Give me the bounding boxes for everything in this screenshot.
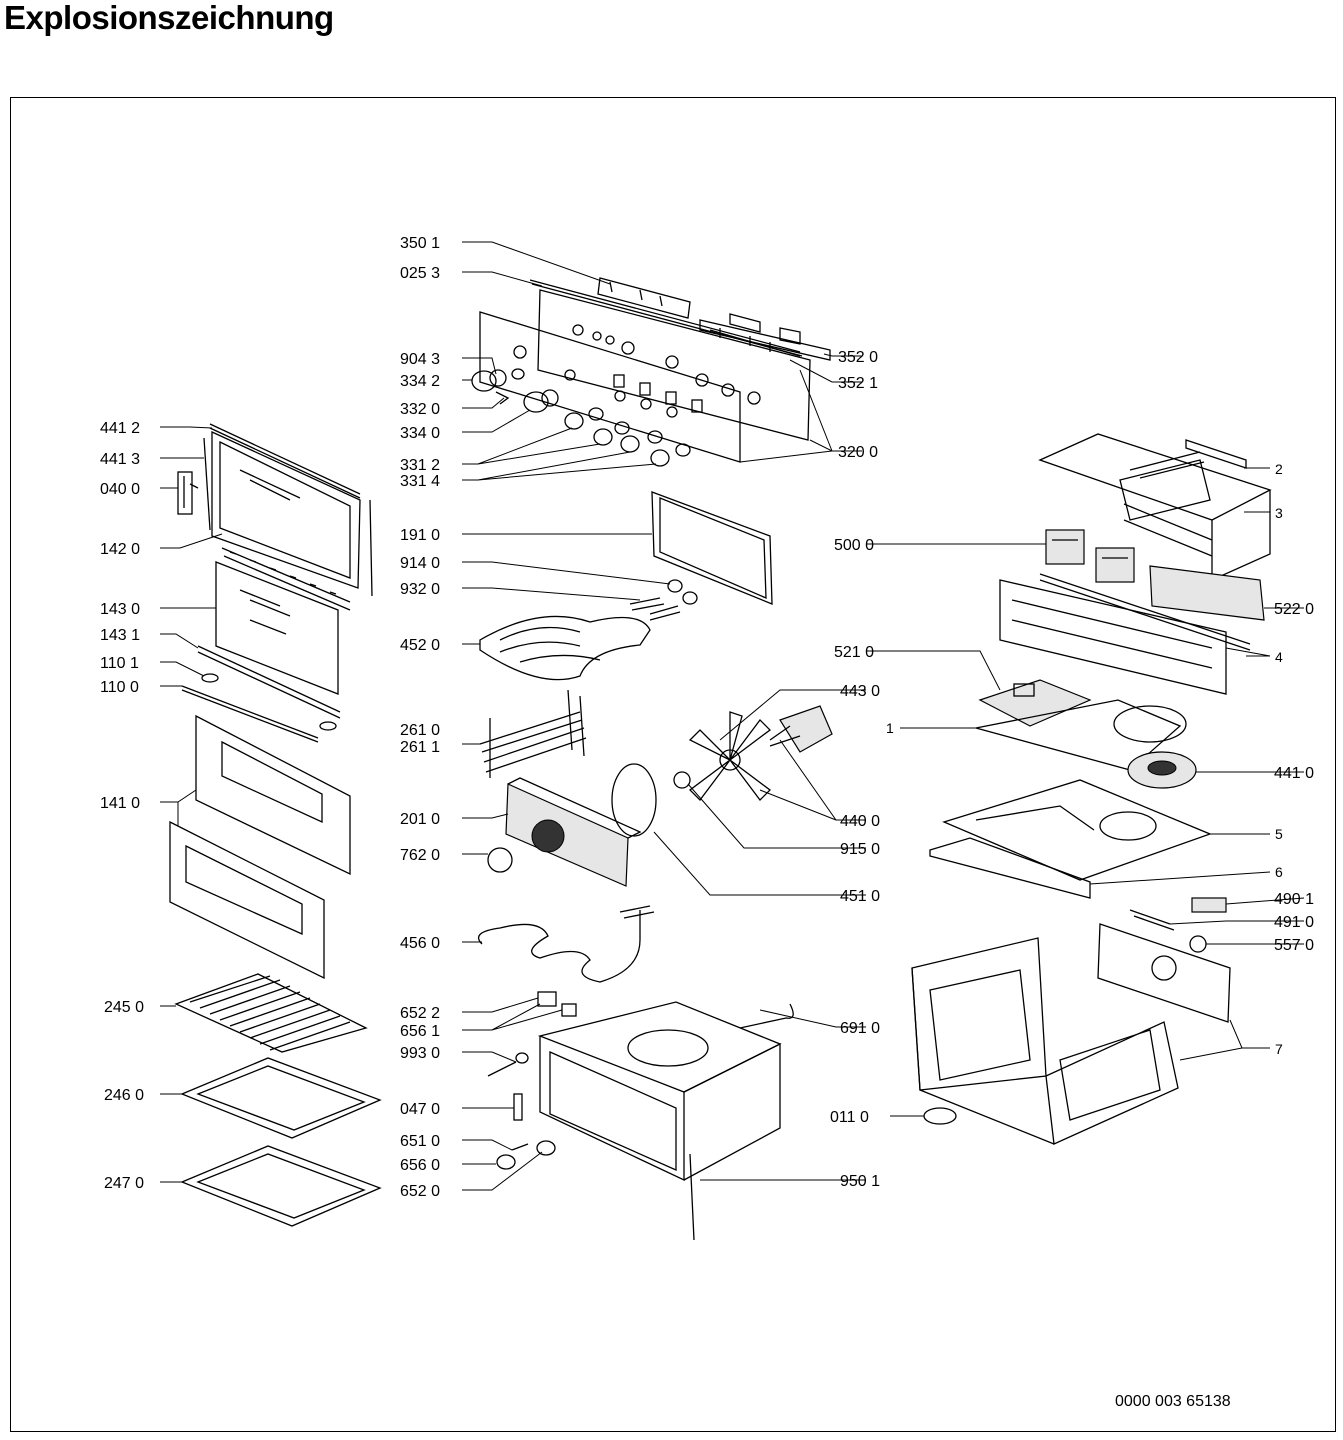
leader-lines bbox=[160, 241, 1305, 1191]
label-932-0: 932 0 bbox=[400, 581, 440, 598]
label-5: 5 bbox=[1275, 826, 1283, 842]
label-7: 7 bbox=[1275, 1041, 1283, 1057]
label-491-0: 491 0 bbox=[1274, 914, 1314, 931]
label-143-1: 143 1 bbox=[100, 627, 140, 644]
label-557-0: 557 0 bbox=[1274, 937, 1314, 954]
label-110-0: 110 0 bbox=[100, 679, 139, 696]
label-191-0: 191 0 bbox=[400, 527, 440, 544]
label-652-0: 652 0 bbox=[400, 1183, 440, 1200]
label-443-0: 443 0 bbox=[840, 683, 880, 700]
knob-334-2 bbox=[471, 369, 507, 392]
label-452-0: 452 0 bbox=[400, 637, 440, 654]
knob-334-0 bbox=[523, 389, 559, 413]
label-261-1: 261 1 bbox=[400, 739, 440, 756]
label-350-1: 350 1 bbox=[400, 235, 440, 252]
label-441-2: 441 2 bbox=[100, 420, 140, 437]
label-456-0: 456 0 bbox=[400, 935, 440, 952]
label-651-0: 651 0 bbox=[400, 1133, 440, 1150]
label-334-2: 334 2 bbox=[400, 373, 440, 390]
label-762-0: 762 0 bbox=[400, 847, 440, 864]
label-4: 4 bbox=[1275, 649, 1283, 665]
label-441-0: 441 0 bbox=[1274, 765, 1314, 782]
label-142-0: 142 0 bbox=[100, 541, 140, 558]
label-950-1: 950 1 bbox=[840, 1173, 880, 1190]
label-521-0: 521 0 bbox=[834, 644, 874, 661]
label-143-0: 143 0 bbox=[100, 601, 140, 618]
label-522-0: 522 0 bbox=[1274, 601, 1314, 618]
label-440-0: 440 0 bbox=[840, 813, 880, 830]
label-332-0: 332 0 bbox=[400, 401, 440, 418]
label-331-4: 331 4 bbox=[400, 473, 440, 490]
door-group bbox=[169, 423, 373, 980]
label-025-3: 025 3 bbox=[400, 265, 440, 282]
interior-parts-group bbox=[477, 491, 833, 1241]
label-6: 6 bbox=[1275, 864, 1283, 880]
page-title: Explosionszeichnung bbox=[4, 0, 334, 36]
label-3: 3 bbox=[1275, 505, 1283, 521]
label-656-0: 656 0 bbox=[400, 1157, 440, 1174]
drawing-frame bbox=[10, 97, 1336, 1432]
trays-group bbox=[174, 973, 382, 1227]
label-915-0: 915 0 bbox=[840, 841, 880, 858]
label-141-0: 141 0 bbox=[100, 795, 140, 812]
label-331-2: 331 2 bbox=[400, 457, 440, 474]
label-201-0: 201 0 bbox=[400, 811, 440, 828]
label-691-0: 691 0 bbox=[840, 1020, 880, 1037]
label-656-1: 656 1 bbox=[400, 1023, 440, 1040]
label-993-0: 993 0 bbox=[400, 1045, 440, 1062]
label-011-0: 011 0 bbox=[830, 1109, 869, 1126]
label-652-2: 652 2 bbox=[400, 1005, 440, 1022]
label-500-0: 500 0 bbox=[834, 537, 874, 554]
label-490-1: 490 1 bbox=[1274, 891, 1314, 908]
label-245-0: 245 0 bbox=[104, 999, 144, 1016]
label-1: 1 bbox=[886, 720, 894, 736]
label-2: 2 bbox=[1275, 461, 1283, 477]
label-334-0: 334 0 bbox=[400, 425, 440, 442]
label-451-0: 451 0 bbox=[840, 888, 880, 905]
control-panel-group bbox=[471, 277, 831, 467]
label-352-0: 352 0 bbox=[838, 349, 878, 366]
label-047-0: 047 0 bbox=[400, 1101, 440, 1118]
label-261-0: 261 0 bbox=[400, 722, 440, 739]
label-320-0: 320 0 bbox=[838, 444, 878, 461]
label-247-0: 247 0 bbox=[104, 1175, 144, 1192]
label-914-0: 914 0 bbox=[400, 555, 440, 572]
label-352-1: 352 1 bbox=[838, 375, 878, 392]
part-labels: 350 1 025 3 904 3 334 2 332 0 334 0 331 … bbox=[100, 235, 1314, 1200]
right-parts-group bbox=[911, 433, 1272, 1145]
label-441-3: 441 3 bbox=[100, 451, 140, 468]
label-040-0: 040 0 bbox=[100, 481, 140, 498]
label-246-0: 246 0 bbox=[104, 1087, 144, 1104]
label-110-1: 110 1 bbox=[100, 655, 139, 672]
fan-wheel bbox=[688, 711, 771, 801]
document-number: 0000 003 65138 bbox=[1115, 1393, 1231, 1410]
label-904-3: 904 3 bbox=[400, 351, 440, 368]
